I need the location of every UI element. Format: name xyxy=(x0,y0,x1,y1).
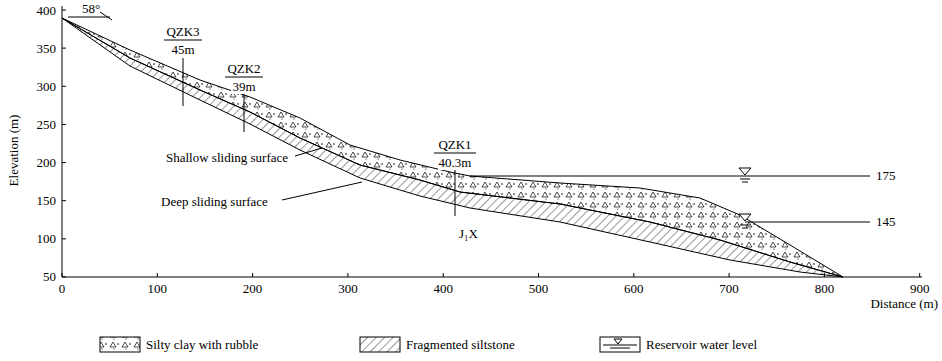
x-tick-label: 900 xyxy=(910,281,930,296)
x-tick xyxy=(919,273,920,277)
legend-text: Reservoir water level xyxy=(646,337,757,352)
x-tick-label: 700 xyxy=(719,281,739,296)
x-tick xyxy=(62,273,63,277)
boreholes xyxy=(164,40,476,216)
y-tick-label: 50 xyxy=(43,269,56,284)
x-tick-label: 600 xyxy=(624,281,644,296)
legend-swatches xyxy=(100,337,640,352)
axis-title: Distance (m) xyxy=(870,296,938,311)
silty-clay-layer xyxy=(62,18,843,277)
stratum-code: J₁X xyxy=(458,226,479,241)
y-tick-label: 150 xyxy=(37,193,57,208)
x-tick-label: 100 xyxy=(148,281,168,296)
surface-label: Deep sliding surface xyxy=(160,194,269,209)
x-tick-label: 200 xyxy=(243,281,263,296)
angle-label: 58° xyxy=(82,1,100,16)
y-tick xyxy=(62,124,66,125)
x-tick-label: 300 xyxy=(338,281,358,296)
axis-title: Elevation (m) xyxy=(7,114,22,186)
y-tick-label: 250 xyxy=(37,117,57,132)
siltstone-layer xyxy=(62,18,843,277)
x-tick-label: 500 xyxy=(529,281,549,296)
y-tick-label: 350 xyxy=(37,41,57,56)
borehole-name: QZK2 xyxy=(226,61,261,76)
y-tick xyxy=(62,238,66,239)
y-tick xyxy=(62,10,66,11)
y-tick-label: 100 xyxy=(37,231,57,246)
y-tick xyxy=(62,162,66,163)
y-tick xyxy=(62,86,66,87)
y-tick xyxy=(62,200,66,201)
x-tick xyxy=(347,273,348,277)
x-tick xyxy=(633,273,634,277)
y-tick xyxy=(62,276,66,277)
x-tick-label: 0 xyxy=(59,281,66,296)
borehole-depth: 39m xyxy=(231,79,256,94)
x-tick xyxy=(443,273,444,277)
legend-text: Silty clay with rubble xyxy=(146,337,258,352)
water-level: 145 xyxy=(876,214,896,229)
borehole-depth: 40.3m xyxy=(438,155,473,170)
x-tick-label: 800 xyxy=(815,281,835,296)
surface-label: Shallow sliding surface xyxy=(165,150,289,165)
x-tick xyxy=(538,273,539,277)
leader-lines xyxy=(282,148,362,200)
borehole-name: QZK3 xyxy=(165,24,200,39)
water-levels xyxy=(470,168,870,228)
x-tick xyxy=(157,273,158,277)
borehole-name: QZK1 xyxy=(437,137,472,152)
water-level: 175 xyxy=(876,168,896,183)
x-tick xyxy=(252,273,253,277)
legend-text: Fragmented siltstone xyxy=(406,337,515,352)
borehole-depth: 45m xyxy=(170,42,195,57)
y-tick-label: 300 xyxy=(37,79,57,94)
y-tick xyxy=(62,48,66,49)
y-tick-label: 400 xyxy=(37,3,57,18)
axes xyxy=(62,6,922,277)
x-tick-label: 400 xyxy=(433,281,453,296)
y-tick-label: 200 xyxy=(37,155,57,170)
x-tick xyxy=(729,273,730,277)
